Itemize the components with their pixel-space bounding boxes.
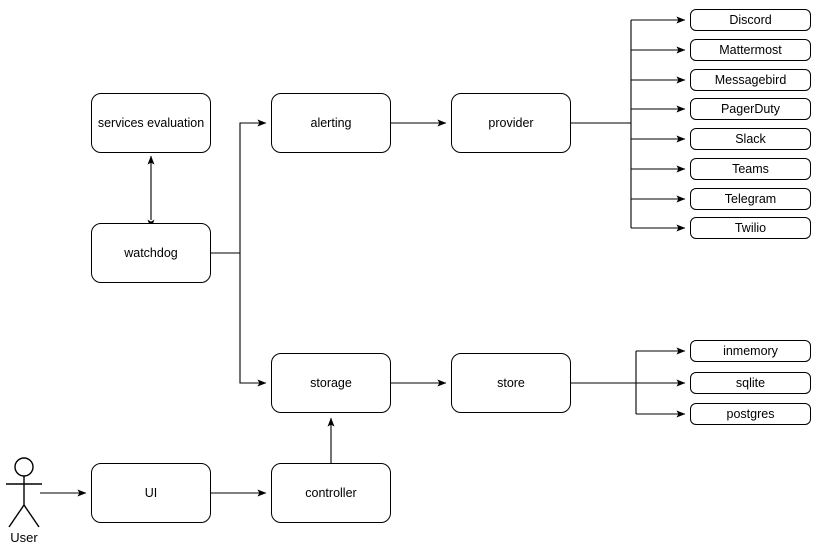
actor-leg-left bbox=[8, 504, 25, 528]
actor-leg-right bbox=[23, 504, 40, 528]
node-provider-slack[interactable]: Slack bbox=[690, 128, 811, 150]
node-provider-pagerduty-label: PagerDuty bbox=[720, 101, 781, 116]
node-controller[interactable]: controller bbox=[271, 463, 391, 523]
node-watchdog[interactable]: watchdog bbox=[91, 223, 211, 283]
node-storage[interactable]: storage bbox=[271, 353, 391, 413]
node-provider-teams-label: Teams bbox=[732, 161, 769, 176]
node-store-inmemory-label: inmemory bbox=[723, 343, 778, 358]
node-storage-label: storage bbox=[310, 375, 352, 390]
node-provider-pagerduty[interactable]: PagerDuty bbox=[690, 98, 811, 120]
node-store[interactable]: store bbox=[451, 353, 571, 413]
node-provider-twilio[interactable]: Twilio bbox=[690, 217, 811, 239]
node-provider-discord-label: Discord bbox=[729, 12, 772, 27]
node-services-evaluation[interactable]: services evaluation bbox=[91, 93, 211, 153]
node-alerting-label: alerting bbox=[310, 115, 352, 130]
user-actor-label: User bbox=[10, 530, 38, 545]
node-provider-discord[interactable]: Discord bbox=[690, 9, 811, 31]
node-controller-label: controller bbox=[305, 485, 357, 500]
connector-watchdog-storage bbox=[239, 253, 267, 387]
node-ui-label: UI bbox=[144, 485, 158, 500]
node-provider-telegram-label: Telegram bbox=[724, 191, 777, 206]
node-provider-slack-label: Slack bbox=[735, 131, 766, 146]
connector-watchdog-alerting bbox=[239, 119, 267, 253]
user-actor-figure bbox=[6, 457, 42, 528]
node-alerting[interactable]: alerting bbox=[271, 93, 391, 153]
node-provider[interactable]: provider bbox=[451, 93, 571, 153]
actor-head-icon bbox=[14, 457, 34, 477]
node-store-label: store bbox=[497, 375, 525, 390]
node-provider-twilio-label: Twilio bbox=[734, 220, 767, 235]
node-provider-messagebird[interactable]: Messagebird bbox=[690, 69, 811, 91]
node-store-sqlite[interactable]: sqlite bbox=[690, 372, 811, 394]
node-watchdog-label: watchdog bbox=[124, 245, 178, 260]
node-store-postgres[interactable]: postgres bbox=[690, 403, 811, 425]
node-provider-telegram[interactable]: Telegram bbox=[690, 188, 811, 210]
node-provider-teams[interactable]: Teams bbox=[690, 158, 811, 180]
node-store-postgres-label: postgres bbox=[726, 406, 775, 421]
node-provider-mattermost[interactable]: Mattermost bbox=[690, 39, 811, 61]
node-provider-mattermost-label: Mattermost bbox=[719, 42, 782, 57]
node-store-sqlite-label: sqlite bbox=[735, 375, 766, 390]
node-ui[interactable]: UI bbox=[91, 463, 211, 523]
node-provider-label: provider bbox=[488, 115, 534, 130]
node-services-evaluation-label: services evaluation bbox=[97, 115, 205, 130]
node-provider-messagebird-label: Messagebird bbox=[714, 72, 787, 87]
node-store-inmemory[interactable]: inmemory bbox=[690, 340, 811, 362]
